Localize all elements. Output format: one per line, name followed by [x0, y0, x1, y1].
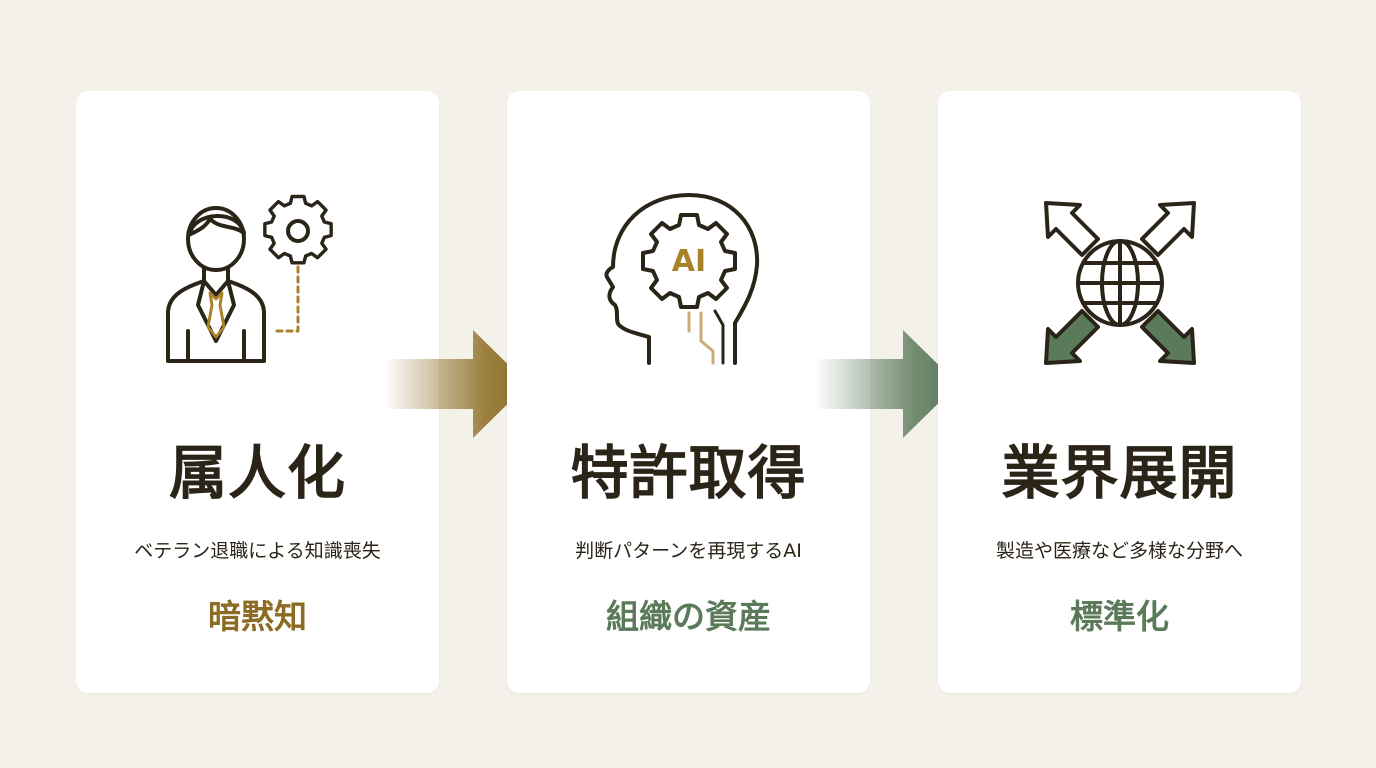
card-description: 製造や医療など多様な分野へ — [995, 540, 1243, 562]
card-title: 業界展開 — [1001, 439, 1238, 507]
ai-label: AI — [671, 244, 705, 279]
card-title: 特許取得 — [570, 439, 807, 507]
card-industry-expansion: 業界展開 製造や医療など多様な分野へ 標準化 — [938, 91, 1301, 693]
arrow-right-icon — [815, 330, 960, 438]
person-gear-icon — [76, 191, 439, 371]
card-keyword: 暗黙知 — [208, 597, 307, 636]
card-keyword: 標準化 — [1070, 597, 1169, 636]
card-description: ベテラン退職による知識喪失 — [134, 540, 381, 562]
ai-head-icon: AI — [507, 191, 870, 371]
card-tacit-knowledge: 属人化 ベテラン退職による知識喪失 暗黙知 — [76, 91, 439, 693]
card-description: 判断パターンを再現するAI — [575, 540, 802, 562]
card-keyword: 組織の資産 — [606, 597, 771, 636]
globe-expand-icon — [938, 191, 1301, 371]
card-patent: AI 特許取得 判断パターンを再現するAI 組織の資産 — [507, 91, 870, 693]
arrow-right-icon — [385, 330, 530, 438]
card-title: 属人化 — [168, 439, 346, 507]
